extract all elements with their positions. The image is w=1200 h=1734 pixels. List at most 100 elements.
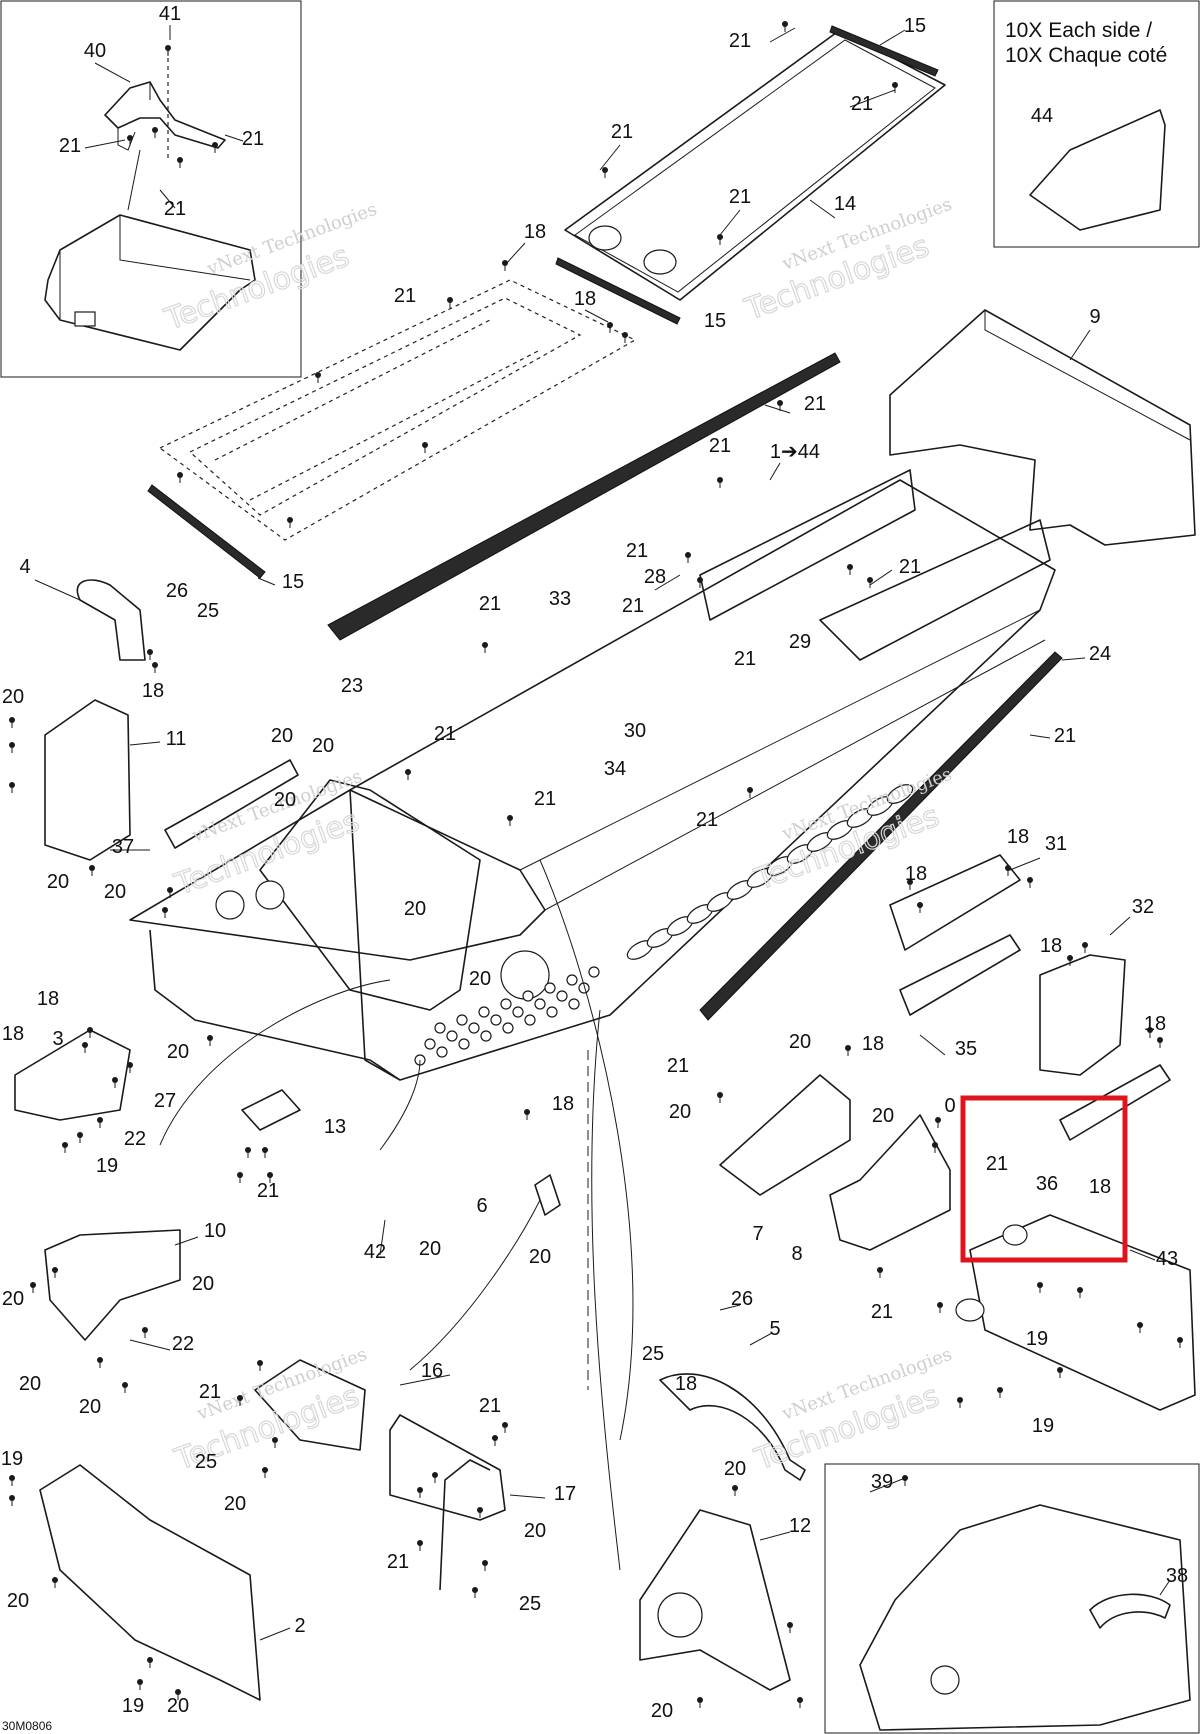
leader-line-14 [764,404,791,414]
bolt-36 [1005,865,1011,876]
running-board-holes [414,966,600,1066]
callout-43: 43 [1156,1248,1178,1270]
part-16-bracket [254,1359,366,1451]
callout-20: 20 [404,898,426,920]
part-17-bracket [389,1414,506,1521]
callout-20: 20 [469,968,491,990]
leader-line-9 [719,209,741,236]
callout-20: 20 [651,1700,673,1722]
part-12-plate [639,1509,791,1691]
bolt-8 [717,234,723,245]
callout-19: 19 [1032,1415,1054,1437]
bolt-31 [507,815,513,826]
callout-20: 20 [19,1373,41,1395]
bolt-85 [9,1495,15,1506]
part-3-bracket [14,1029,131,1121]
bolt-18 [717,477,723,488]
callout-19: 19 [1026,1328,1048,1350]
callout-20: 20 [669,1101,691,1123]
bolt-56 [717,1092,723,1103]
part-15-strip-top [829,25,939,77]
bolt-61 [1037,1282,1043,1293]
callout-34: 34 [604,758,626,780]
callout-20: 20 [524,1520,546,1542]
bolt-32 [747,787,753,798]
bolt-92 [787,1622,793,1633]
callout-21: 21 [622,595,644,617]
callout-21: 21 [734,648,756,670]
leader-line-10 [809,199,836,219]
bolt-35 [1027,877,1033,888]
bolt-43 [207,1035,213,1046]
callout-18: 18 [1144,1013,1166,1035]
leader-line-12 [584,309,609,323]
leader-line-33 [509,1494,546,1499]
callout-21: 21 [986,1153,1008,1175]
leader-line-26 [919,1034,946,1056]
callout-15: 15 [282,571,304,593]
leader-line-15 [769,462,781,481]
part-8-bracket [829,1114,951,1251]
bolt-0 [165,45,171,56]
callout-18: 18 [905,863,927,885]
callout-17: 17 [554,1483,576,1505]
part-43-panel [969,1214,1196,1411]
foot-hole [578,982,590,994]
callout-9: 9 [1089,306,1100,328]
callout-31: 31 [1045,833,1067,855]
callout-18: 18 [1089,1176,1111,1198]
bolt-34 [162,907,168,918]
callout-21: 21 [729,30,751,52]
callout-20: 20 [47,871,69,893]
bolt-26 [9,717,15,728]
callout-20: 20 [724,1458,746,1480]
callout-11: 11 [166,728,187,750]
bolt-71 [142,1327,148,1338]
foot-hole [446,1030,458,1042]
leader-line-24 [1009,857,1041,871]
bolt-69 [30,1282,36,1293]
callout-18: 18 [1040,935,1062,957]
part-13-bracket [241,1089,301,1131]
callout-39: 39 [871,1471,893,1493]
callout-18: 18 [37,988,59,1010]
leader-line-16 [654,574,681,591]
bolt-78 [432,1472,438,1483]
foot-hole [556,990,568,1002]
callout-20: 20 [192,1273,214,1295]
callout-21: 21 [242,128,264,150]
callout-7: 7 [752,1223,763,1245]
callout-21: 21 [479,593,501,615]
bolt-50 [62,1142,68,1153]
callout-4: 4 [19,556,30,578]
bolt-46 [127,1062,133,1073]
bolt-24 [147,649,153,660]
leader-line-21 [1029,734,1051,739]
connector [439,1459,491,1591]
callout-20: 20 [872,1105,894,1127]
bolt-5 [782,21,788,32]
foot-hole [468,1022,480,1034]
assembly-curve-12 [591,1009,621,1571]
bolt-42 [1157,1037,1163,1048]
callout-15: 15 [904,15,926,37]
part-dotted-tray [158,279,637,541]
drawing-code: 30M0806 [2,1719,52,1733]
part-40-bracket [104,81,226,151]
bolt-52 [262,1147,268,1158]
bolt-45 [82,1042,88,1053]
bolt-51 [245,1147,251,1158]
foot-hole [534,998,546,1010]
foot-hole [424,1038,436,1050]
leader-line-20 [1061,657,1086,661]
callout-13: 13 [324,1116,346,1138]
leader-line-2 [84,139,126,149]
bolt-55 [524,1109,530,1120]
inset-side-plate [993,0,1200,248]
cooling-slot-13 [886,784,914,804]
callout-21: 21 [1054,725,1076,747]
callout-28: 28 [644,566,666,588]
bolt-74 [257,1360,263,1371]
bolt-6 [892,82,898,93]
